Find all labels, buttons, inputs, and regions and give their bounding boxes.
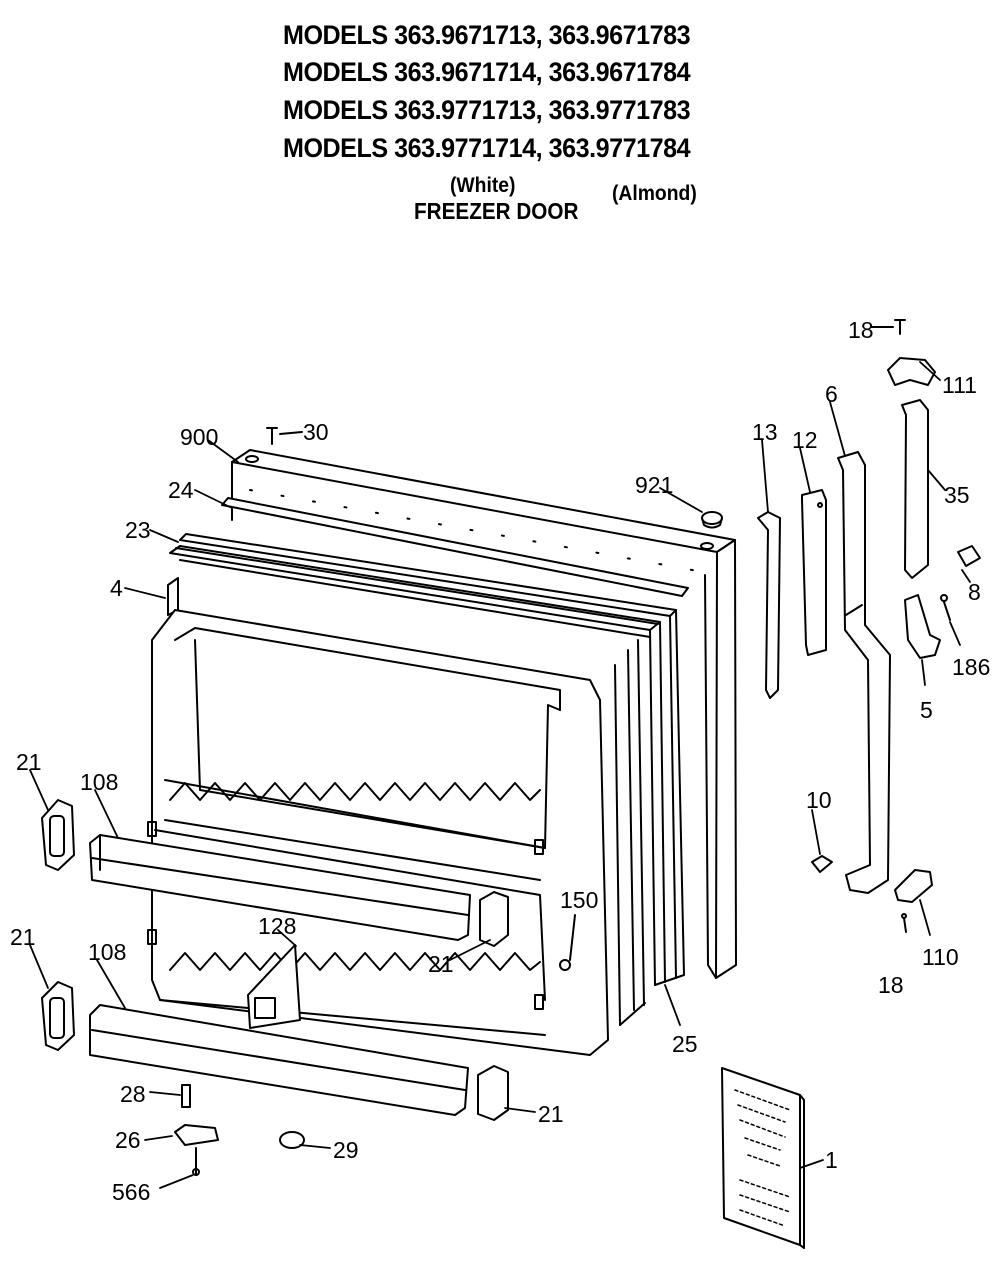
door-gasket-frames [167, 497, 689, 1026]
bracket-26 [174, 1124, 219, 1146]
shelf-divider [247, 944, 301, 1029]
screw-186 [940, 594, 951, 621]
clip-28 [181, 1084, 191, 1108]
hinge-shim-13 [757, 511, 781, 699]
callout-8: 8 [968, 579, 981, 605]
model-line-3: MODELS 363.9771713, 363.9771783 [283, 95, 691, 125]
model-line-1: MODELS 363.9671713, 363.9671783 [283, 20, 691, 50]
callout-29: 29 [333, 1137, 359, 1163]
callout-25: 25 [672, 1031, 698, 1057]
rail-end-cap-left-upper [41, 799, 75, 871]
plug-button-29 [279, 1131, 305, 1149]
screw-30 [266, 427, 303, 445]
callout-12: 12 [792, 427, 818, 453]
shelf-rail-upper [89, 834, 471, 941]
rail-end-cap-left-lower [41, 981, 75, 1051]
hinge-cover-35 [901, 399, 929, 579]
callout-21-a: 21 [16, 749, 42, 775]
callout-21-b: 21 [10, 924, 36, 950]
callout-6: 6 [825, 381, 838, 407]
callout-566: 566 [112, 1179, 150, 1205]
hinge-shim-12 [801, 489, 827, 656]
callout-900: 900 [180, 424, 218, 450]
callout-111: 111 [942, 372, 977, 398]
callout-18-top: 18 [848, 317, 874, 343]
diagram-subtitle: FREEZER DOOR [414, 198, 579, 224]
hinge-pin-10 [811, 855, 833, 873]
color-label-almond: (Almond) [612, 182, 697, 205]
callout-30: 30 [303, 419, 329, 445]
rail-end-cap-right-lower [477, 1065, 509, 1121]
screw-566 [192, 1147, 200, 1176]
callout-150: 150 [560, 887, 598, 913]
model-line-4: MODELS 363.9771714, 363.9771784 [283, 133, 691, 163]
screw-18-top [871, 319, 906, 335]
callout-35: 35 [944, 482, 970, 508]
callout-186: 186 [952, 654, 990, 680]
callout-labels: 18 111 30 900 921 13 12 6 35 24 23 4 8 1… [10, 317, 990, 1205]
callout-24: 24 [168, 477, 194, 503]
hinge-bracket-5 [904, 594, 941, 659]
callout-28: 28 [120, 1081, 146, 1107]
callout-21-c: 21 [428, 951, 454, 977]
hinge-shim-8 [957, 545, 981, 567]
leader-lines [29, 361, 971, 1189]
callout-5: 5 [920, 697, 933, 723]
callout-23: 23 [125, 517, 151, 543]
callout-110: 110 [922, 944, 959, 970]
door-stop-plug [701, 511, 723, 529]
callout-921: 921 [635, 472, 673, 498]
manual-booklet-1 [721, 1067, 805, 1249]
screw-18-bottom [901, 913, 907, 933]
callout-108-a: 108 [80, 769, 118, 795]
shelf-rail-lower [89, 1004, 469, 1116]
rail-end-cap-right-upper [479, 891, 509, 947]
callout-108-b: 108 [88, 939, 126, 965]
callout-21-d: 21 [538, 1101, 564, 1127]
inner-door-liner [147, 609, 609, 1056]
callout-4: 4 [110, 575, 123, 601]
color-label-white: (White) [450, 174, 516, 197]
outer-door-panel [231, 449, 737, 979]
callout-1: 1 [825, 1147, 838, 1173]
callout-10: 10 [806, 787, 832, 813]
screw-150 [559, 914, 576, 971]
callout-18-bottom: 18 [878, 972, 904, 998]
model-line-2: MODELS 363.9671714, 363.9671784 [283, 57, 691, 87]
callout-128: 128 [258, 913, 296, 939]
callout-13: 13 [752, 419, 778, 445]
door-hinge-bar-6 [837, 451, 891, 894]
hinge-cap-111 [887, 357, 936, 386]
hinge-cap-110 [894, 869, 933, 903]
callout-26: 26 [115, 1127, 141, 1153]
